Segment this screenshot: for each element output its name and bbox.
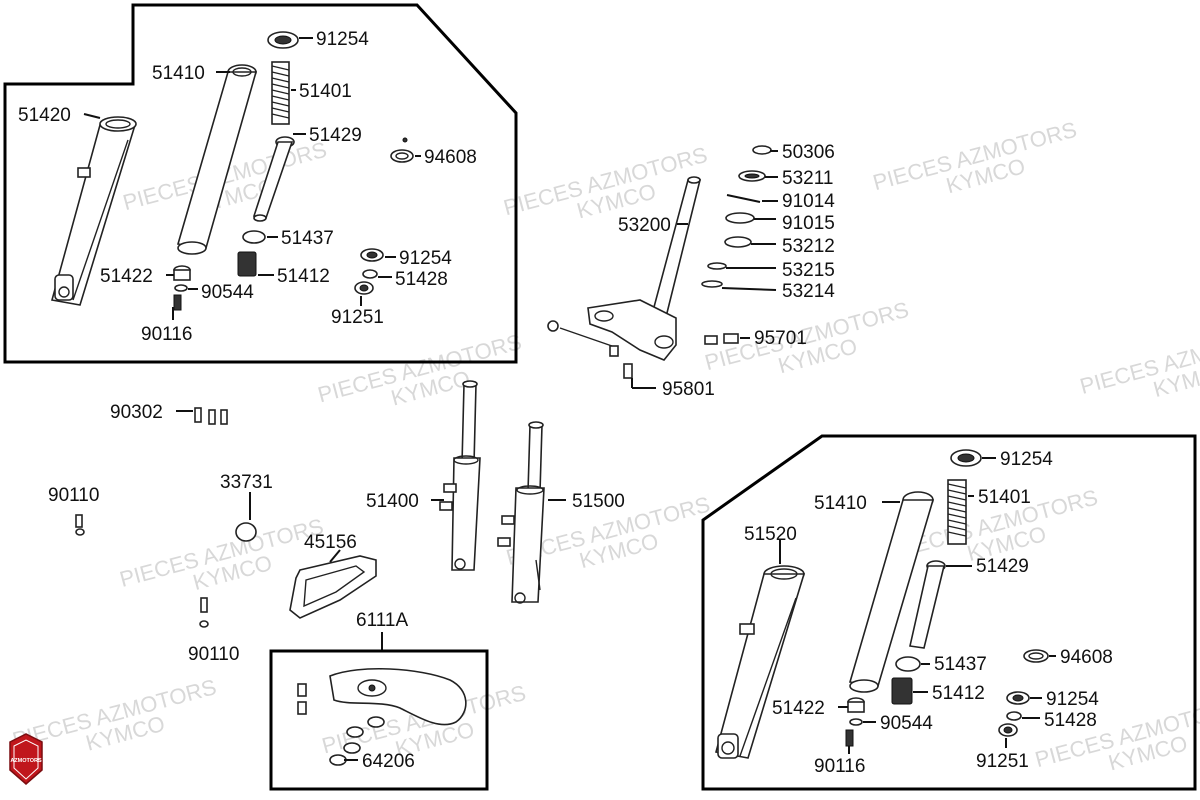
- washers-64206: [329, 716, 385, 766]
- part-number-label: 6111A: [356, 610, 408, 631]
- cap-33731: [235, 492, 257, 542]
- azmotors-logo: AZMOTORS: [9, 733, 43, 785]
- circlip: [390, 137, 414, 163]
- part-number-label: 51437: [281, 228, 334, 249]
- part-number-label: 51428: [395, 269, 448, 290]
- circlip-right: [1023, 649, 1049, 663]
- part-number-label: 53215: [782, 260, 835, 281]
- part-number-label: 51422: [772, 698, 825, 719]
- left-fork-group-frame: [3, 3, 518, 364]
- part-number-label: 51420: [18, 105, 71, 126]
- part-number-label: 90544: [201, 282, 254, 303]
- o-ring: [354, 281, 374, 295]
- part-number-label: 51520: [744, 524, 797, 545]
- part-number-label: 53200: [618, 215, 671, 236]
- o-ring-right: [998, 723, 1018, 737]
- part-number-label: 53211: [782, 168, 833, 189]
- part-number-label: 91251: [331, 307, 384, 328]
- washer-right: [849, 718, 863, 726]
- bracket-45156: [289, 549, 377, 619]
- kit-6111A-frame: [269, 649, 489, 791]
- part-number-label: 91254: [399, 248, 452, 269]
- fork-assembly-right: [497, 421, 545, 604]
- part-number-label: 50306: [782, 142, 835, 163]
- fork-outer-tube-right: [715, 565, 806, 759]
- left-group-leaders: [83, 37, 421, 320]
- washer: [174, 284, 188, 292]
- part-number-label: 90302: [110, 402, 163, 423]
- part-number-label: 51437: [934, 654, 987, 675]
- damper-rod-right: [909, 560, 946, 649]
- seal-small: [360, 248, 384, 262]
- part-number-label: 45156: [304, 532, 357, 553]
- part-number-label: 53212: [782, 236, 835, 257]
- part-number-label: 33731: [220, 472, 273, 493]
- part-number-label: 51401: [299, 81, 352, 102]
- part-number-label: 90110: [48, 485, 99, 506]
- right-fork-group-frame: [701, 434, 1197, 791]
- part-number-label: 51410: [152, 63, 205, 84]
- cover-plate: [329, 667, 467, 726]
- part-number-label: 64206: [362, 751, 415, 772]
- part-number-label: 51412: [932, 683, 985, 704]
- fork-inner-tube: [176, 64, 258, 255]
- fork-outer-tube-left: [50, 116, 137, 306]
- stem-hardware: [701, 145, 772, 288]
- rebound-spring: [237, 251, 257, 277]
- part-number-label: 51400: [366, 491, 419, 512]
- part-number-label: 51410: [814, 493, 867, 514]
- part-number-label: 53214: [782, 281, 835, 302]
- stem-leaders: [631, 150, 778, 389]
- part-number-label: 51401: [978, 487, 1031, 508]
- part-number-label: 51412: [277, 266, 330, 287]
- part-number-label: 90116: [141, 324, 192, 345]
- fork-inner-tube-right: [848, 491, 935, 693]
- part-number-label: 91254: [1000, 449, 1053, 470]
- oil-seal: [267, 31, 299, 49]
- fork-spring: [271, 61, 290, 125]
- bushing-right: [847, 697, 865, 713]
- right-group-leaders: [779, 457, 1056, 754]
- piston-ring-right: [895, 656, 921, 672]
- part-number-label: 90116: [814, 756, 865, 777]
- bushing: [173, 265, 191, 281]
- fork-spring-right: [947, 479, 967, 545]
- left-group-labels: 91254 51410 51401 51420 51429 94608 5143…: [18, 29, 477, 345]
- bolts-90302: [194, 407, 228, 425]
- part-number-label: 51422: [100, 266, 153, 287]
- part-number-label: 91254: [316, 29, 369, 50]
- part-number-label: 91251: [976, 751, 1029, 772]
- part-number-label: 90110: [188, 644, 239, 665]
- screws-kit: [297, 683, 307, 715]
- part-number-label: 51429: [976, 556, 1029, 577]
- seal-small-right: [1006, 691, 1030, 705]
- part-number-label: 51428: [1044, 710, 1097, 731]
- fork-assembly-left: [439, 380, 481, 571]
- dust-seal-clip-right: [1006, 711, 1022, 721]
- right-group-labels: 91254 51410 51401 51520 51429 51437 9460…: [744, 449, 1113, 777]
- part-number-label: 91254: [1046, 689, 1099, 710]
- part-number-label: 51500: [572, 491, 625, 512]
- rebound-spring-right: [891, 677, 913, 705]
- part-number-label: 95701: [754, 328, 807, 349]
- logo-text: AZMOTORS: [10, 758, 42, 764]
- dust-seal-clip: [362, 269, 378, 279]
- part-number-label: 51429: [309, 125, 362, 146]
- part-number-label: 94608: [1060, 647, 1113, 668]
- steering-stem: [547, 176, 739, 379]
- part-number-label: 91014: [782, 191, 835, 212]
- screw-90110-b: [199, 597, 209, 628]
- oil-seal-right: [950, 449, 982, 467]
- screw-90110-a: [75, 514, 85, 536]
- damper-rod: [252, 136, 295, 222]
- part-number-label: 91015: [782, 213, 835, 234]
- part-number-label: 95801: [662, 379, 715, 400]
- piston-ring: [242, 230, 266, 244]
- bolt: [173, 294, 182, 311]
- stem-labels: 50306 53211 91014 91015 53200 53212 5321…: [618, 142, 835, 400]
- part-number-label: 94608: [424, 147, 477, 168]
- bolt-right: [845, 729, 854, 747]
- part-number-label: 90544: [880, 713, 933, 734]
